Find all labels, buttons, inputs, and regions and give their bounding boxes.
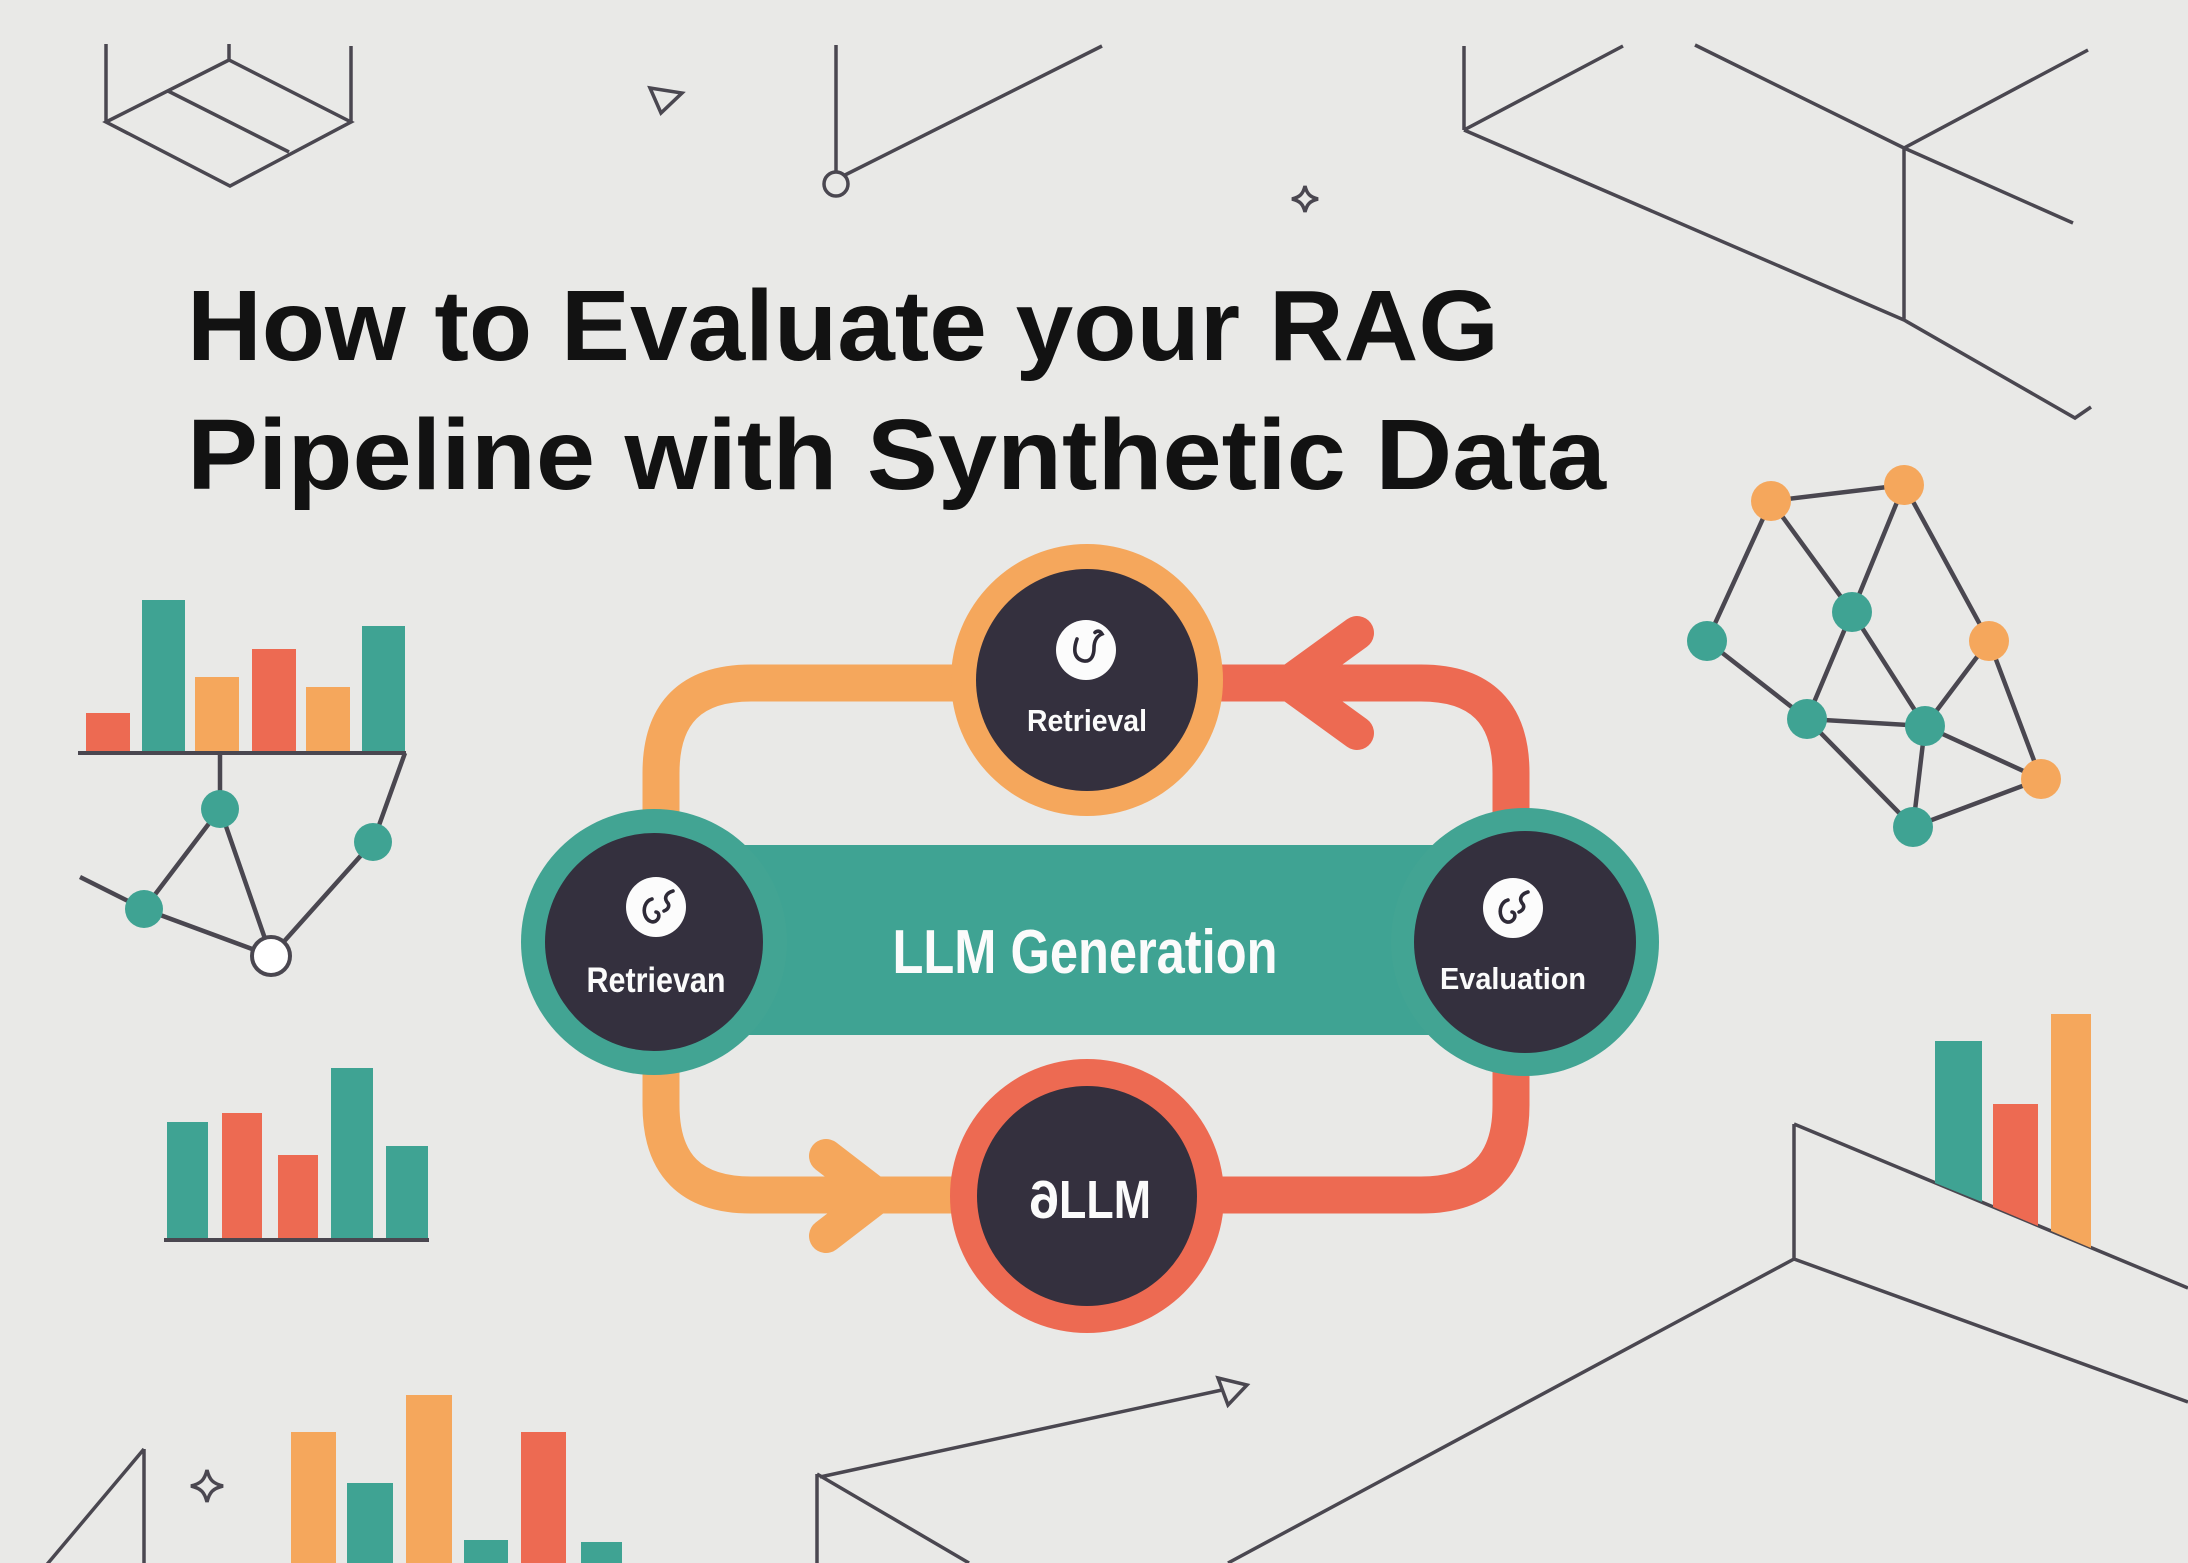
svg-text:How to Evaluate your RAG: How to Evaluate your RAG <box>187 270 1499 382</box>
svg-text:Retrievan: Retrievan <box>587 961 726 1000</box>
svg-text:Evaluation: Evaluation <box>1440 961 1586 996</box>
svg-text:6: 6 <box>1029 1170 1059 1230</box>
svg-text:Pipeline with Synthetic Data: Pipeline with Synthetic Data <box>187 399 1607 511</box>
svg-text:LLM: LLM <box>1059 1170 1151 1230</box>
svg-text:LLM Generation: LLM Generation <box>893 918 1278 987</box>
svg-text:Retrieval: Retrieval <box>1027 703 1147 738</box>
